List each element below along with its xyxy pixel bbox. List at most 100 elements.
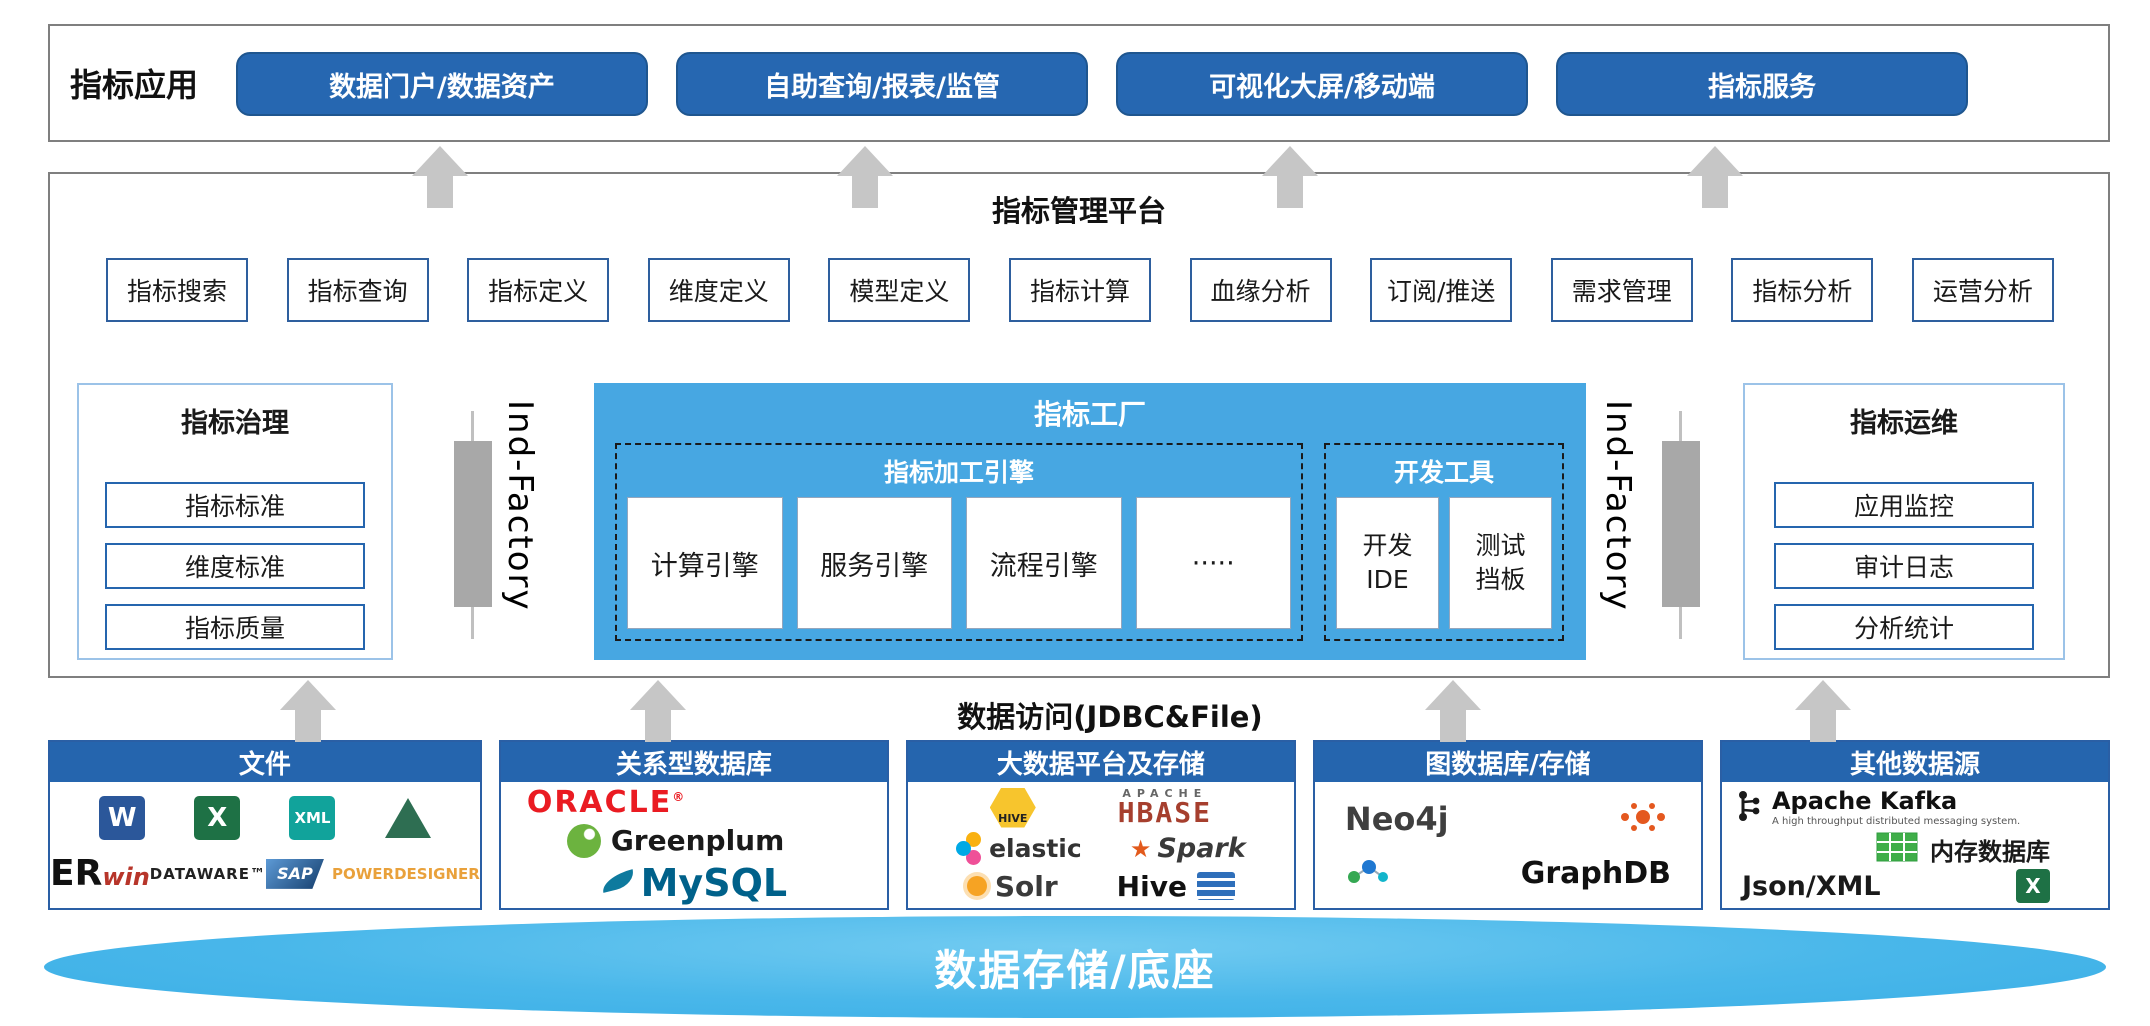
word-icon: W bbox=[99, 795, 146, 840]
source-card-title: 关系型数据库 bbox=[500, 742, 887, 782]
sap-icon: SAP bbox=[265, 858, 324, 889]
up-arrow-icon bbox=[280, 680, 336, 742]
memory-db-logo: 内存数据库 bbox=[1876, 832, 2050, 867]
devtools-group-title: 开发工具 bbox=[1393, 458, 1494, 487]
spark-text: Spark bbox=[1157, 833, 1246, 864]
sap-powerdesigner-logo: SAP POWERDESIGNER bbox=[265, 858, 480, 889]
platform-capabilities: 指标搜索 指标查询 指标定义 维度定义 模型定义 指标计算 血缘分析 订阅/推送… bbox=[106, 258, 2054, 322]
base-label: 数据存储/底座 bbox=[934, 945, 1216, 995]
governance-title: 指标治理 bbox=[181, 408, 289, 439]
platform-item: 指标分析 bbox=[1731, 258, 1874, 322]
up-arrow-icon bbox=[1262, 146, 1318, 208]
platform-item: 指标计算 bbox=[1008, 258, 1151, 322]
devtool-ide-line2: IDE bbox=[1366, 565, 1409, 594]
source-card-title: 大数据平台及存储 bbox=[907, 742, 1294, 782]
neo4j-logo: Neo4j bbox=[1344, 800, 1449, 838]
data-storage-base: 数据存储/底座 bbox=[44, 916, 2106, 1018]
mysql-text: MySQL bbox=[640, 860, 788, 905]
platform-item: 指标搜索 bbox=[106, 258, 248, 322]
memory-grid-icon bbox=[1876, 832, 1918, 866]
spark-star-icon: ★ bbox=[1129, 834, 1152, 863]
greenplum-text: Greenplum bbox=[610, 824, 785, 857]
mysql-logo: MySQL bbox=[501, 861, 887, 905]
engine-process: 流程引擎 bbox=[966, 497, 1122, 629]
up-arrow-icon bbox=[1795, 680, 1851, 742]
platform-item: 订阅/推送 bbox=[1370, 258, 1513, 322]
ops-item: 审计日志 bbox=[1774, 543, 2034, 589]
graphdb-logo: GraphDB bbox=[1520, 856, 1671, 891]
hive-logo: Hive bbox=[1117, 870, 1235, 903]
dolphin-icon bbox=[599, 868, 637, 893]
excel-icon: X bbox=[2016, 869, 2051, 904]
up-arrow-icon bbox=[837, 146, 893, 208]
solr-sun-icon bbox=[966, 876, 987, 896]
up-arrow-icon bbox=[1425, 680, 1481, 742]
platform-item: 指标定义 bbox=[467, 258, 610, 322]
solr-logo: Solr bbox=[966, 869, 1058, 903]
ind-factory-bar bbox=[454, 441, 492, 607]
ops-item: 分析统计 bbox=[1774, 604, 2034, 650]
engine-compute: 计算引擎 bbox=[627, 497, 783, 629]
ind-factory-bar bbox=[1662, 441, 1700, 607]
erwin-er-text: ER bbox=[50, 853, 103, 895]
indicator-ops-panel: 指标运维 应用监控 审计日志 分析统计 bbox=[1743, 383, 2065, 660]
erwin-win-text: win bbox=[102, 863, 150, 892]
factory-title: 指标工厂 bbox=[1033, 398, 1146, 431]
elastic-icon bbox=[956, 841, 972, 856]
platform-item: 指标查询 bbox=[286, 258, 429, 322]
dev-tools-group: 开发工具 开发 IDE 测试 挡板 bbox=[1324, 443, 1564, 641]
indicator-factory-panel: 指标工厂 指标加工引擎 计算引擎 服务引擎 流程引擎 ····· 开发工具 开发… bbox=[594, 383, 1586, 660]
book-icon bbox=[1196, 872, 1235, 900]
kafka-icon bbox=[1736, 787, 1762, 829]
devtool-ide-line1: 开发 bbox=[1362, 531, 1413, 560]
ops-item: 应用监控 bbox=[1774, 482, 2034, 528]
json-xml-logo: Json/XML X bbox=[1736, 869, 2094, 904]
governance-item: 指标标准 bbox=[105, 482, 365, 528]
processing-engines-group: 指标加工引擎 计算引擎 服务引擎 流程引擎 ····· bbox=[615, 443, 1303, 641]
network-icon bbox=[1345, 857, 1391, 891]
source-card-big-data: 大数据平台及存储 HIVE APACHE HBASE elastic ★ bbox=[905, 740, 1296, 910]
devtool-test-line2: 挡板 bbox=[1475, 565, 1526, 594]
governance-item: 维度标准 bbox=[105, 543, 365, 589]
excel-icon: X bbox=[194, 795, 241, 840]
engine-more: ····· bbox=[1135, 497, 1291, 629]
hive-text: Hive bbox=[1116, 869, 1187, 903]
dataware-logo: DATAWARE™ bbox=[149, 864, 266, 883]
erwin-logo: ER win bbox=[50, 853, 150, 894]
platform-item: 模型定义 bbox=[828, 258, 971, 322]
greenplum-icon bbox=[566, 823, 601, 858]
spark-logo: ★ Spark bbox=[1130, 833, 1246, 864]
source-card-title: 图数据库/存储 bbox=[1314, 742, 1701, 782]
app-button-self-service-query: 自助查询/报表/监管 bbox=[676, 52, 1088, 116]
up-arrow-icon bbox=[1687, 146, 1743, 208]
source-card-title: 其他数据源 bbox=[1721, 742, 2109, 782]
up-arrow-icon bbox=[412, 146, 468, 208]
platform-item: 血缘分析 bbox=[1189, 258, 1332, 322]
section-label-application: 指标应用 bbox=[70, 66, 199, 104]
elastic-logo: elastic bbox=[956, 834, 1082, 863]
source-card-files: 文件 W X XML ER win DATAWARE™ SAP PO bbox=[48, 740, 482, 910]
app-button-visualization: 可视化大屏/移动端 bbox=[1116, 52, 1528, 116]
platform-title: 指标管理平台 bbox=[991, 194, 1166, 228]
source-card-relational-db: 关系型数据库 ORACLE® Greenplum MySQL bbox=[498, 740, 889, 910]
ind-factory-label: Ind-Factory bbox=[500, 400, 540, 612]
powerdesigner-text: POWERDESIGNER bbox=[331, 864, 480, 883]
data-sources-row: 文件 W X XML ER win DATAWARE™ SAP PO bbox=[48, 740, 2111, 910]
ops-title: 指标运维 bbox=[1850, 408, 1958, 439]
indicator-application-section: 指标应用 数据门户/数据资产 自助查询/报表/监管 可视化大屏/移动端 指标服务 bbox=[48, 24, 2110, 142]
platform-item: 运营分析 bbox=[1911, 258, 2054, 322]
devtool-test-line1: 测试 bbox=[1475, 531, 1526, 560]
devtool-test-mock: 测试 挡板 bbox=[1449, 497, 1552, 629]
engine-service: 服务引擎 bbox=[796, 497, 952, 629]
kafka-text: Apache Kafka bbox=[1771, 787, 1958, 816]
platform-item: 需求管理 bbox=[1550, 258, 1693, 322]
platform-item: 维度定义 bbox=[647, 258, 790, 322]
solr-text: Solr bbox=[994, 869, 1058, 903]
kafka-tagline: A high throughput distributed messaging … bbox=[1771, 815, 2021, 827]
data-access-label: 数据访问(JDBC&File) bbox=[957, 700, 1263, 734]
up-arrow-icon bbox=[630, 680, 686, 742]
hbase-text: HBASE bbox=[1117, 796, 1212, 829]
memory-db-label: 内存数据库 bbox=[1930, 837, 2051, 866]
xml-file-icon: XML bbox=[289, 795, 336, 840]
